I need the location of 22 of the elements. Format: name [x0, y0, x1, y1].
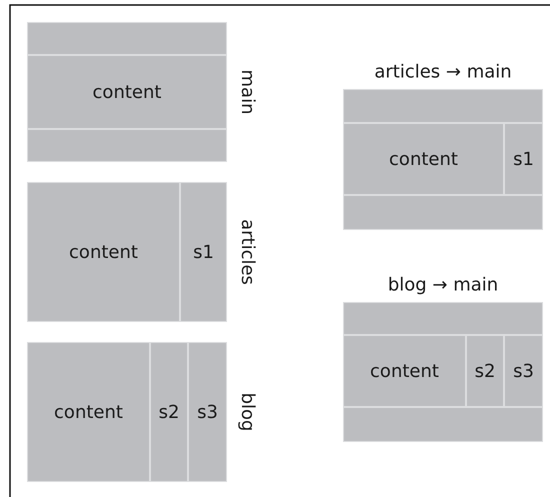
layout-name: main [237, 70, 258, 114]
empty-band [28, 130, 226, 161]
content-region: content [28, 56, 226, 128]
empty-band [28, 23, 226, 54]
content-region: content [344, 336, 465, 406]
layout-heading: blog → main [388, 274, 498, 296]
layout-name: articles [237, 219, 258, 285]
content-region: s1 [181, 183, 226, 321]
content-region: content [344, 124, 503, 194]
content-region: s2 [151, 343, 187, 481]
content-region: s3 [505, 336, 542, 406]
empty-band [344, 303, 542, 334]
layout-name: blog [237, 392, 258, 432]
content-region: s1 [505, 124, 542, 194]
empty-band [344, 408, 542, 441]
empty-band [344, 90, 542, 122]
content-region: content [28, 183, 179, 321]
content-region: s3 [189, 343, 226, 481]
empty-band [344, 196, 542, 229]
layout-heading: articles → main [374, 62, 512, 82]
content-region: s2 [467, 336, 503, 406]
content-region: content [28, 343, 149, 481]
